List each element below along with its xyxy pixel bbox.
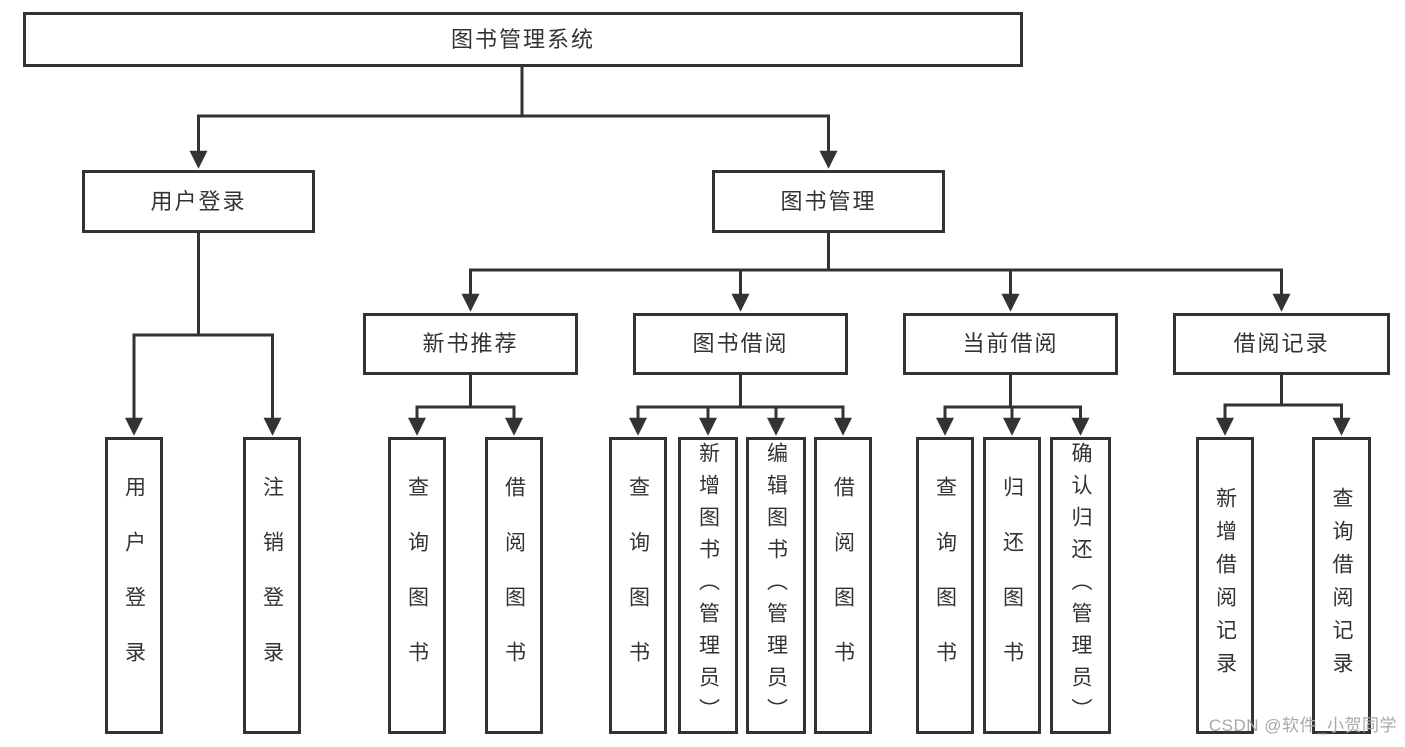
leaf-label: 借阅图书 <box>831 475 855 696</box>
leaf-label: 查询借阅记录 <box>1330 486 1353 685</box>
node-book-borrow: 图书借阅 <box>633 313 848 375</box>
leaf-add-books-admin: 新增图书（管理员） <box>678 437 738 734</box>
leaf-query-borrow-record: 查询借阅记录 <box>1312 437 1371 734</box>
leaf-label: 借阅图书 <box>502 475 526 696</box>
leaf-query-books-current: 查询图书 <box>916 437 974 734</box>
leaf-edit-books-admin: 编辑图书（管理员） <box>746 437 806 734</box>
leaf-add-borrow-record: 新增借阅记录 <box>1196 437 1254 734</box>
node-book-management: 图书管理 <box>712 170 945 233</box>
leaf-borrow-books: 借阅图书 <box>814 437 872 734</box>
leaf-label: 确认归还（管理员） <box>1069 441 1092 730</box>
leaf-query-books-borrow: 查询图书 <box>609 437 667 734</box>
leaf-logout: 注销登录 <box>243 437 301 734</box>
leaf-label: 查询图书 <box>933 475 957 696</box>
leaf-label: 查询图书 <box>626 475 650 696</box>
leaf-query-books-recommend: 查询图书 <box>388 437 446 734</box>
node-current-borrow: 当前借阅 <box>903 313 1118 375</box>
node-user-login: 用户登录 <box>82 170 315 233</box>
leaf-label: 用户登录 <box>122 475 146 696</box>
csdn-watermark: CSDN @软件_小贺同学 <box>1208 716 1397 735</box>
leaf-user-login: 用户登录 <box>105 437 163 734</box>
leaf-label: 新增借阅记录 <box>1213 486 1237 685</box>
leaf-label: 编辑图书（管理员） <box>764 441 788 730</box>
leaf-label: 注销登录 <box>260 475 284 696</box>
leaf-confirm-return-admin: 确认归还（管理员） <box>1050 437 1111 734</box>
leaf-label: 新增图书（管理员） <box>696 441 720 730</box>
leaf-borrow-books-recommend: 借阅图书 <box>485 437 543 734</box>
node-library-system: 图书管理系统 <box>23 12 1023 67</box>
leaf-return-books: 归还图书 <box>983 437 1041 734</box>
node-borrow-records: 借阅记录 <box>1173 313 1390 375</box>
leaf-label: 归还图书 <box>1000 475 1024 696</box>
leaf-label: 查询图书 <box>405 475 429 696</box>
node-new-book-recommend: 新书推荐 <box>363 313 578 375</box>
